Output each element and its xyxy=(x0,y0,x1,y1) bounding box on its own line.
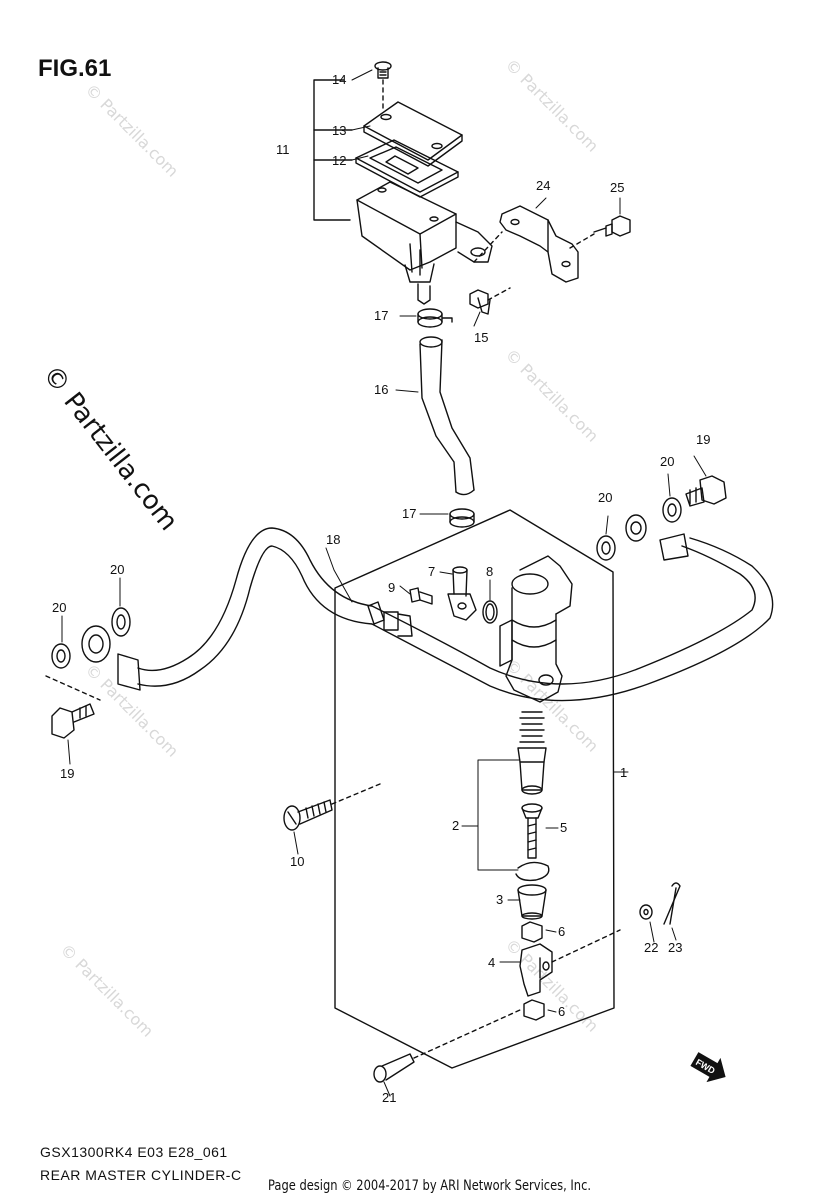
callout-19-right: 19 xyxy=(696,432,710,447)
brake-hose-18-left xyxy=(81,527,373,691)
callout-2: 2 xyxy=(452,818,459,833)
nut-6-upper xyxy=(521,921,543,943)
callout-4: 4 xyxy=(488,955,495,970)
banjo-bolt-19-right xyxy=(685,475,727,507)
bolt-15 xyxy=(469,287,511,315)
bracket-24 xyxy=(473,205,579,283)
banjo-bolt-19-left xyxy=(45,675,101,739)
callout-22: 22 xyxy=(644,940,658,955)
cotter-pin-23 xyxy=(663,882,681,925)
clevis-pin-21 xyxy=(373,1009,521,1083)
inlet-fitting-7 xyxy=(447,566,477,621)
callout-7: 7 xyxy=(428,564,435,579)
callout-11: 11 xyxy=(276,142,290,157)
callout-24: 24 xyxy=(536,178,550,193)
callout-10: 10 xyxy=(290,854,304,869)
brake-hose-18-right xyxy=(371,514,774,702)
callout-15: 15 xyxy=(474,330,488,345)
callout-20-b: 20 xyxy=(52,600,66,615)
callout-23: 23 xyxy=(668,940,682,955)
callout-20-d: 20 xyxy=(660,454,674,469)
hose-clamp-17-bottom xyxy=(449,508,475,528)
callout-13: 13 xyxy=(332,123,346,138)
diagram-code: GSX1300RK4 E03 E28_061 xyxy=(40,1144,228,1160)
reservoir-cap-13 xyxy=(363,101,463,167)
callout-18: 18 xyxy=(326,532,340,547)
leader-lines xyxy=(61,69,707,1097)
screw-14 xyxy=(374,61,392,113)
master-cylinder-body xyxy=(499,555,573,703)
washer-20-a xyxy=(111,607,131,637)
callout-17-bottom: 17 xyxy=(402,506,416,521)
callout-8: 8 xyxy=(486,564,493,579)
hose-fitting xyxy=(367,601,413,637)
callout-6-upper: 6 xyxy=(558,924,565,939)
callout-12: 12 xyxy=(332,153,346,168)
clevis-4 xyxy=(519,929,621,997)
page-credit: Page design © 2004-2017 by ARI Network S… xyxy=(268,1178,592,1194)
reservoir-body xyxy=(356,181,493,305)
circlip xyxy=(515,861,550,882)
callout-9: 9 xyxy=(388,580,395,595)
reservoir-hose-16 xyxy=(419,336,475,496)
washer-22 xyxy=(639,904,653,920)
callout-20-a: 20 xyxy=(110,562,124,577)
bolt-10 xyxy=(283,783,381,831)
nut-6-lower xyxy=(523,999,545,1021)
bracket-11 xyxy=(313,79,351,221)
forward-arrow-icon: FWD xyxy=(690,1052,726,1083)
assembly-outline xyxy=(334,509,615,1069)
o-ring-8 xyxy=(482,600,498,624)
washer-20-c xyxy=(596,535,616,561)
callout-14: 14 xyxy=(332,72,346,87)
boot-3 xyxy=(517,884,547,920)
callout-5: 5 xyxy=(560,820,567,835)
callout-17-top: 17 xyxy=(374,308,388,323)
callout-1: 1 xyxy=(620,765,627,780)
callout-20-c: 20 xyxy=(598,490,612,505)
bolt-25 xyxy=(569,215,631,249)
screw-9 xyxy=(409,587,433,605)
callout-19-left: 19 xyxy=(60,766,74,781)
push-rod-5 xyxy=(521,803,543,859)
callout-16: 16 xyxy=(374,382,388,397)
callout-6-lower: 6 xyxy=(558,1004,565,1019)
callout-25: 25 xyxy=(610,180,624,195)
washer-20-d xyxy=(662,497,682,523)
callout-3: 3 xyxy=(496,892,503,907)
diagram-name: REAR MASTER CYLINDER-C xyxy=(40,1167,242,1183)
washer-20-b xyxy=(51,643,71,669)
callout-21: 21 xyxy=(382,1090,396,1105)
hose-clamp-17-top xyxy=(417,308,453,328)
figure-title: FIG.61 xyxy=(38,55,112,82)
piston-spring xyxy=(517,711,547,795)
